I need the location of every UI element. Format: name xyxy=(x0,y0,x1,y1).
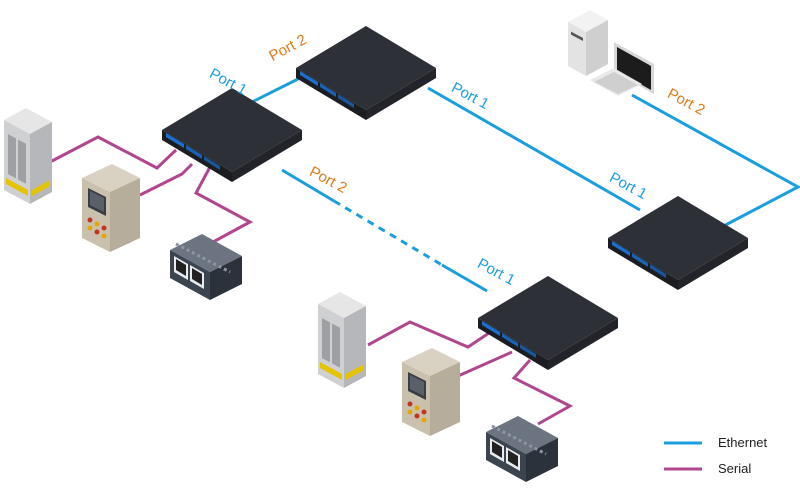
port-label-bottom-port1: Port 1 xyxy=(474,255,517,289)
link-left-bottom-dashed xyxy=(333,199,443,267)
switch-right[interactable] xyxy=(608,196,748,290)
serial-meter-left xyxy=(139,162,194,197)
serial-plc-bottom xyxy=(511,359,574,426)
link-pc-right xyxy=(631,93,800,233)
link-top-right xyxy=(427,86,641,212)
link-left-bottom-solid xyxy=(281,168,335,203)
plc-bottom[interactable] xyxy=(484,414,560,484)
port-label-left-port2: Port 2 xyxy=(306,163,349,197)
port-label-right-port1: Port 1 xyxy=(606,169,649,203)
legend: Ethernet Serial xyxy=(664,435,768,476)
switch-bottom[interactable] xyxy=(478,276,618,370)
port-label-top-port2: Port 2 xyxy=(266,31,309,65)
serial-cabinet-left xyxy=(49,135,178,170)
meter-left[interactable] xyxy=(82,164,140,252)
cabinet-left[interactable] xyxy=(4,108,52,204)
link-left-bottom-end xyxy=(441,263,488,293)
switch-left[interactable] xyxy=(162,88,302,182)
port-label-pc-port2: Port 2 xyxy=(664,85,707,119)
legend-ethernet-label: Ethernet xyxy=(718,435,768,450)
switch-top[interactable] xyxy=(296,26,436,120)
serial-plc-left xyxy=(193,166,254,244)
pc-workstation[interactable] xyxy=(568,10,654,96)
serial-links xyxy=(49,135,574,426)
plc-left[interactable] xyxy=(168,232,244,302)
cabinet-bottom[interactable] xyxy=(318,292,366,388)
port-label-top-port1: Port 1 xyxy=(448,79,491,113)
serial-meter-bottom xyxy=(457,350,513,378)
serial-cabinet-bottom xyxy=(367,320,493,349)
legend-serial-label: Serial xyxy=(718,461,751,476)
meter-bottom[interactable] xyxy=(402,348,460,436)
